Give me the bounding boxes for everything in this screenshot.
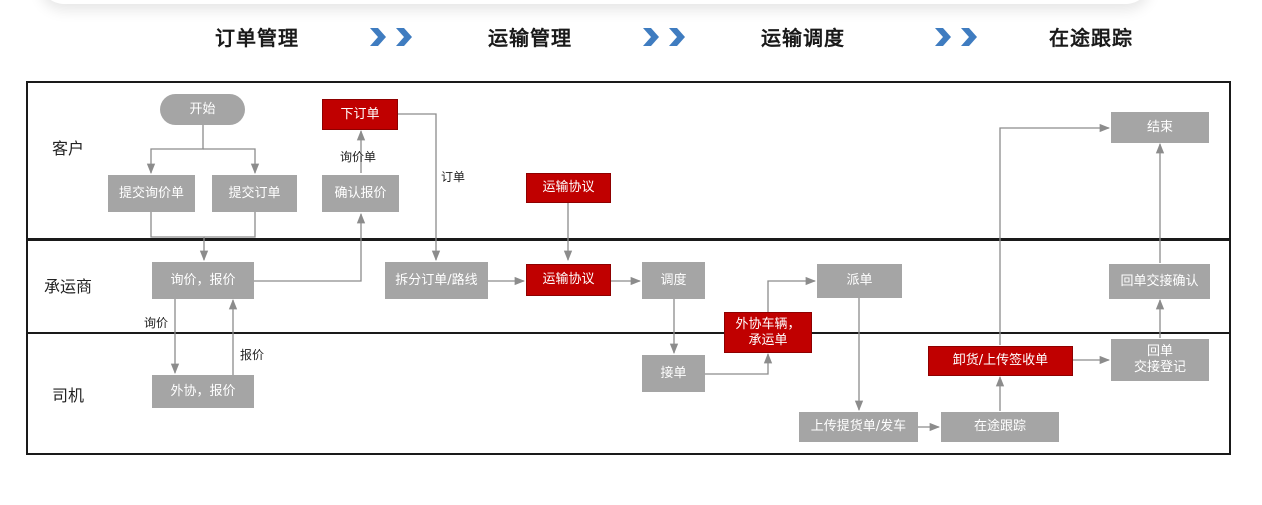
edge-start-to-inquiry xyxy=(146,125,204,175)
node-outsource-quote: 外协，报价 xyxy=(152,375,254,408)
node-confirm-quote: 确认报价 xyxy=(322,175,399,212)
stage-transport-management: 运输管理 xyxy=(488,26,572,50)
edge-label-quote: 报价 xyxy=(240,348,265,362)
lane-label-carrier: 承运商 xyxy=(44,277,93,296)
node-submit-inquiry: 提交询价单 xyxy=(108,175,195,212)
node-start: 开始 xyxy=(160,94,245,125)
node-inquiry-quote: 询价，报价 xyxy=(152,262,254,299)
stage-order-management: 订单管理 xyxy=(215,26,299,50)
chevron-right-icon xyxy=(935,28,977,46)
edge-start-to-order xyxy=(203,148,260,175)
edge-place-order-to-split xyxy=(398,113,441,262)
chevron-right-icon xyxy=(370,28,412,46)
node-return-register: 回单 交接登记 xyxy=(1111,339,1209,381)
edge-quote-to-confirm xyxy=(253,212,366,282)
node-outsource-vehicle: 外协车辆， 承运单 xyxy=(724,312,812,353)
edge-order-to-quote xyxy=(204,212,256,238)
top-shadow xyxy=(40,0,1150,4)
node-assign: 派单 xyxy=(817,264,902,298)
node-end: 结束 xyxy=(1111,112,1209,143)
node-submit-order: 提交订单 xyxy=(212,175,297,212)
lane-divider xyxy=(26,332,1231,334)
lane-label-driver: 司机 xyxy=(52,386,85,405)
edge-unload-to-end xyxy=(999,123,1111,345)
edge-accept-to-outsource xyxy=(705,352,773,375)
stage-in-transit-tracking: 在途跟踪 xyxy=(1049,26,1133,50)
edge-label-inquiry: 询价 xyxy=(144,316,169,330)
node-upload-delivery: 上传提货单/发车 xyxy=(799,412,918,442)
chevron-right-icon xyxy=(643,28,685,46)
lane-label-customer: 客户 xyxy=(52,139,85,158)
node-place-order: 下订单 xyxy=(322,99,398,130)
node-transport-agreement: 运输协议 xyxy=(526,264,611,296)
node-return-confirm: 回单交接确认 xyxy=(1109,264,1210,299)
node-split-order: 拆分订单/路线 xyxy=(385,262,488,299)
edge-outsource-to-assign xyxy=(767,276,817,312)
node-accept: 接单 xyxy=(642,355,705,392)
stage-transport-scheduling: 运输调度 xyxy=(761,26,845,50)
lane-divider xyxy=(26,238,1231,241)
edge-inquiry-to-quote xyxy=(150,212,209,262)
node-unload-sign: 卸货/上传签收单 xyxy=(928,346,1073,376)
node-dispatch: 调度 xyxy=(642,262,705,299)
swimlane-frame xyxy=(26,81,1231,455)
node-in-transit: 在途跟踪 xyxy=(941,412,1059,442)
edge-label-inquiry-form: 询价单 xyxy=(340,150,377,164)
edge-label-order: 订单 xyxy=(441,170,466,184)
node-transport-agreement-customer: 运输协议 xyxy=(526,173,611,203)
